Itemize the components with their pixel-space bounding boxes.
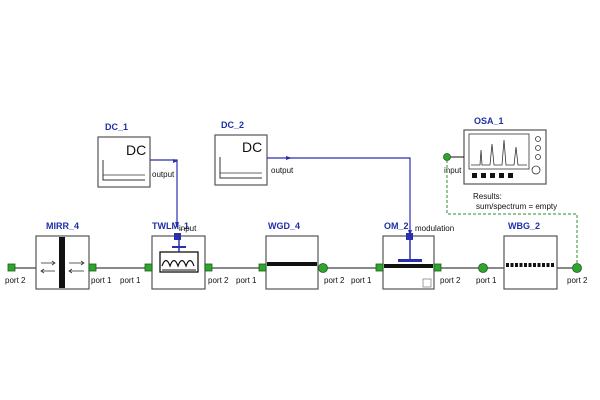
osa-1-input-port[interactable] [443,153,451,161]
spectrum-analyzer-icon [468,133,541,178]
mirror-icon [40,237,85,288]
wgd-4-port-2[interactable] [318,263,328,273]
osa-1-component[interactable]: OSA_1 input Results: sum/spectrum = empt… [443,116,558,211]
twlm-1-port-2-label: port 2 [208,276,229,285]
dc-1-title: DC_1 [105,122,128,132]
om-2-title: OM_2 [384,221,409,231]
osa-1-title: OSA_1 [474,116,504,126]
laser-icon [159,240,199,273]
wire-dc1-to-twlm [150,159,178,225]
mirr-4-component[interactable]: MIRR_4 port 2 port 1 [5,221,112,290]
om-2-port-1[interactable] [375,263,384,272]
dc-source-icon: DC [219,139,262,179]
wbg-2-port-1[interactable] [478,263,488,273]
dc-2-icon-text: DC [242,139,262,155]
wire-dc2-to-om [267,157,411,258]
dc-2-output-label: output [271,166,294,175]
twlm-1-input-port[interactable] [174,233,181,240]
twlm-1-port-1-label: port 1 [120,276,141,285]
dc-source-icon: DC [102,142,146,181]
wgd-4-port-1-label: port 1 [236,276,257,285]
wbg-2-port-2[interactable] [572,263,582,273]
electrical-wires [150,157,411,258]
dc-2-box[interactable] [214,134,268,186]
osa-monitor-link [446,160,578,264]
dc-2-component[interactable]: DC_2 DC output [214,120,294,186]
mirr-4-port-2-label: port 2 [5,276,26,285]
mirr-4-port-1-label: port 1 [91,276,112,285]
osa-1-results-label: Results: [473,192,502,201]
dc-1-component[interactable]: DC_1 DC output [97,122,175,188]
wbg-2-component[interactable]: WBG_2 port 1 port 2 [476,221,588,290]
dc-1-output-label: output [152,170,175,179]
wgd-4-port-1[interactable] [258,263,267,272]
om-2-port-2-label: port 2 [440,276,461,285]
twlm-1-component[interactable]: TWLM_1 input port 1 port 2 [120,221,229,290]
om-2-modulation-port[interactable] [406,233,413,240]
dc-1-box[interactable] [97,136,151,188]
twlm-1-port-2[interactable] [204,263,213,272]
mirr-4-port-1[interactable] [88,263,97,272]
om-2-modulation-label: modulation [415,224,454,233]
om-2-port-1-label: port 1 [351,276,372,285]
wgd-4-port-2-label: port 2 [324,276,345,285]
twlm-1-title: TWLM_1 [152,221,189,231]
waveguide-icon [267,262,317,266]
modulator-icon [384,240,433,288]
wgd-4-component[interactable]: WGD_4 port 1 port 2 [236,221,345,290]
osa-1-results-value: sum/spectrum = empty [476,202,557,211]
mirr-4-title: MIRR_4 [46,221,79,231]
mirr-4-port-2[interactable] [7,263,16,272]
osa-1-input-label: input [444,166,462,175]
om-2-port-2[interactable] [433,263,442,272]
dc-1-icon-text: DC [126,142,146,158]
twlm-1-input-label: input [179,224,197,233]
wbg-2-port-2-label: port 2 [567,276,588,285]
dc-2-title: DC_2 [221,120,244,130]
wbg-2-port-1-label: port 1 [476,276,497,285]
wbg-2-title: WBG_2 [508,221,540,231]
om-2-component[interactable]: OM_2 modulation port 1 port 2 [351,221,461,290]
wbg-2-box[interactable] [503,235,558,290]
twlm-1-port-1[interactable] [144,263,153,272]
wgd-4-title: WGD_4 [268,221,300,231]
